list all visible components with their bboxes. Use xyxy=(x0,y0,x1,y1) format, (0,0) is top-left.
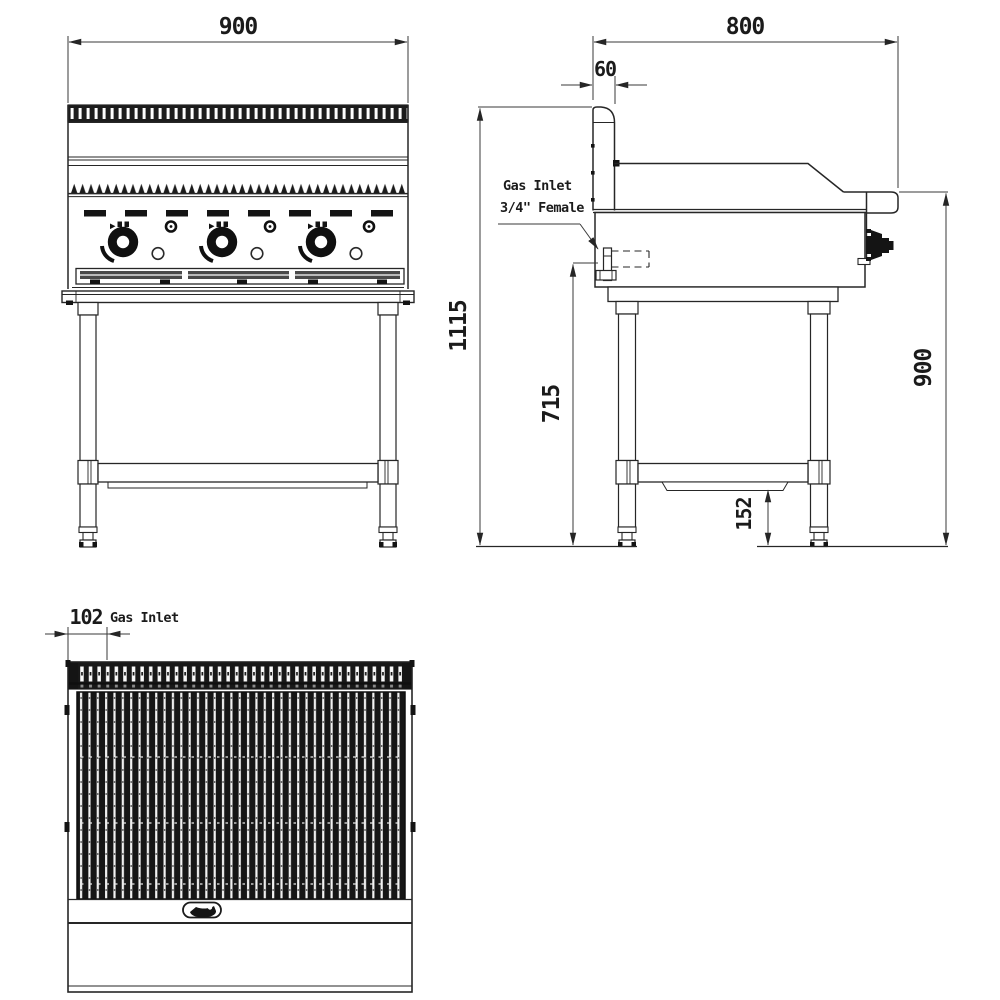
front-width-dimension: 900 xyxy=(67,14,409,103)
shelf-clearance-dimension: 152 xyxy=(732,489,772,546)
side-front-leg xyxy=(807,300,831,548)
pilot-light-1 xyxy=(164,220,178,233)
dim-text-overall-height: 1115 xyxy=(446,300,472,352)
side-backsplash xyxy=(591,106,620,211)
top-rear-rack-band xyxy=(68,662,412,690)
front-rear-rack-band xyxy=(67,104,409,123)
pilot-light-3 xyxy=(362,220,376,233)
overall-height-dimension: 1115 xyxy=(446,106,592,546)
work-height-dimension: 900 xyxy=(899,191,950,546)
dim-text-shelf-clearance: 152 xyxy=(732,497,756,530)
control-panel xyxy=(84,210,393,263)
side-rear-leg xyxy=(615,300,639,548)
dim-text-side-depth: 800 xyxy=(726,14,765,40)
gas-inlet-label: Gas Inlet 3/4" Female xyxy=(498,178,599,250)
side-bottom-rail xyxy=(607,286,839,303)
igniter-button-3[interactable] xyxy=(349,246,363,261)
gas-label-line1: Gas Inlet xyxy=(503,178,572,194)
top-front-rail xyxy=(68,898,412,924)
side-frame-tabs xyxy=(64,660,416,832)
adjustable-foot xyxy=(378,526,398,548)
side-knob-profile xyxy=(857,213,894,266)
drip-tray[interactable] xyxy=(72,267,405,288)
top-view: 102 Gas Inlet xyxy=(45,605,416,993)
dim-text-gas-inlet-offset: 102 xyxy=(69,605,102,629)
front-mid-rail xyxy=(68,156,408,167)
pilot-light-2 xyxy=(263,220,277,233)
vent-slots xyxy=(84,210,393,217)
side-top-profile xyxy=(593,162,899,214)
igniter-button-2[interactable] xyxy=(250,246,264,261)
grill-grate xyxy=(76,691,406,900)
front-base-band xyxy=(61,290,415,305)
gas-label-line2: 3/4" Female xyxy=(500,200,584,216)
dim-text-work-height: 900 xyxy=(911,349,937,388)
front-right-leg xyxy=(377,301,399,548)
side-undershelf xyxy=(637,462,809,491)
front-undershelf xyxy=(97,462,379,489)
adjustable-foot xyxy=(809,526,829,548)
dim-text-splash-depth: 60 xyxy=(594,57,616,81)
front-view: 900 xyxy=(61,14,415,548)
side-depth-dimension: 800 xyxy=(592,14,899,188)
igniter-button-1[interactable] xyxy=(151,246,165,261)
burner-knob-2[interactable] xyxy=(199,221,238,263)
gas-inlet-offset-dimension: 102 Gas Inlet xyxy=(45,605,180,660)
dim-text-gas-inlet-height: 715 xyxy=(539,385,565,424)
gas-label-top: Gas Inlet xyxy=(110,610,179,626)
side-view: 800 60 xyxy=(446,14,950,548)
side-body xyxy=(594,211,866,288)
front-left-leg xyxy=(77,301,99,548)
front-grate-teeth xyxy=(68,182,408,198)
adjustable-foot xyxy=(78,526,98,548)
burner-knob-1[interactable] xyxy=(100,221,139,263)
burner-knob-3[interactable] xyxy=(298,221,337,263)
adjustable-foot xyxy=(617,526,637,548)
drip-tray-handle[interactable] xyxy=(182,901,222,919)
gas-inlet-height-dimension: 715 xyxy=(539,262,598,546)
gas-inlet-fitting xyxy=(595,247,650,282)
dim-text-front-width: 900 xyxy=(219,14,258,40)
splash-depth-dimension: 60 xyxy=(561,57,647,104)
